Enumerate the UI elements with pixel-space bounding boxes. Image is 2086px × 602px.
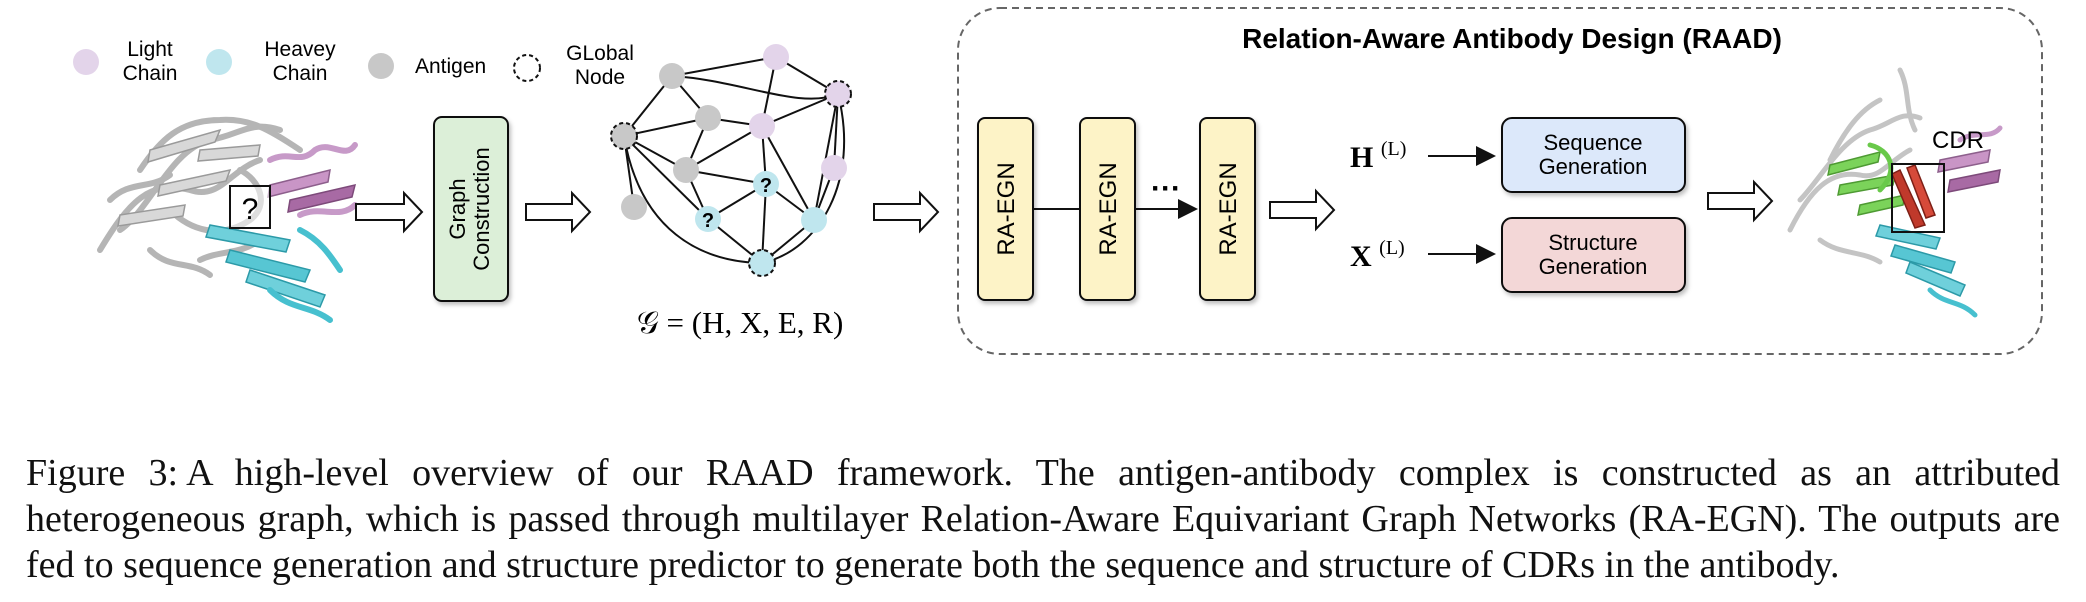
- legend-global-node-swatch: [513, 54, 541, 82]
- light-chain-ribbon-right: [1937, 125, 2003, 193]
- graph-formula: 𝒢 = (H, X, E, R): [637, 305, 844, 340]
- ra-egn-layer-1: RA-EGN: [977, 117, 1034, 301]
- graph-node-global: [610, 122, 638, 150]
- unknown-cdr-mark: ?: [242, 193, 259, 226]
- graph-node-unknown-mark: ?: [760, 175, 772, 197]
- antigen-antibody-structure-right: CDR: [1787, 67, 2003, 318]
- ra-egn-layer-3: RA-EGN: [1199, 117, 1256, 301]
- antigen-antibody-structure-left: ?: [97, 116, 358, 323]
- legend-global-node-line1: GLobal: [566, 42, 634, 65]
- hollow-arrow-3: [873, 190, 940, 234]
- figure-caption: Figure 3:A high-level overview of our RA…: [26, 450, 2060, 588]
- label-line: Chain: [123, 62, 178, 85]
- graph-construction-line1: Graph: [445, 178, 470, 239]
- heavy-chain-ribbon-right: [1875, 224, 1978, 318]
- graph-node-global: [824, 80, 852, 108]
- graph-node-unknown: [753, 171, 779, 197]
- graph-node-antigen: [621, 194, 647, 220]
- graph-node-unknown-mark: ?: [702, 210, 714, 232]
- legend-antigen-label: Antigen: [415, 55, 486, 78]
- unknown-cdr-box: [229, 185, 271, 229]
- cdr-ribbon-red: [1891, 164, 1936, 229]
- raad-panel: Relation-Aware Antibody Design (RAAD) ··…: [957, 7, 2043, 355]
- ra-egn-label: RA-EGN: [993, 162, 1020, 255]
- graph-node-unknown: [695, 206, 721, 232]
- heterogeneous-graph: ? ? 𝒢 = (H, X, E, R): [610, 44, 852, 340]
- label-line: Chain: [273, 62, 328, 85]
- legend-heavy-chain-line1: Heavey: [264, 38, 336, 61]
- graph-node-light-chain: [763, 44, 789, 70]
- graph-node-antigen: [695, 105, 721, 131]
- graph-node-light-chain: [821, 155, 847, 181]
- legend-antigen-swatch: [368, 53, 394, 79]
- legend-light-chain-swatch: [73, 49, 99, 75]
- x-output-letter: X: [1350, 240, 1372, 273]
- graph-node-antigen: [659, 63, 685, 89]
- antigen-sheets: [117, 128, 261, 227]
- label-line: Generation: [1539, 254, 1648, 279]
- x-output-superscript: (L): [1379, 237, 1405, 259]
- cdr-highlight-box: [1891, 163, 1945, 233]
- label-line: Generation: [1539, 154, 1648, 179]
- cdr-label: CDR: [1932, 127, 1984, 154]
- structure-generation-line1: Structure: [1548, 230, 1637, 255]
- legend-light-chain-line1: Light: [127, 38, 173, 61]
- graph-node-light-chain: [749, 113, 775, 139]
- ra-egn-label: RA-EGN: [1215, 162, 1242, 255]
- label-line: Construction: [469, 147, 494, 271]
- graph-node-antigen: [673, 157, 699, 183]
- graph-node-global: [748, 249, 776, 277]
- h-output-letter: H: [1350, 141, 1373, 174]
- caption-label: Figure 3:: [26, 452, 179, 494]
- hollow-arrow-5: [1707, 179, 1774, 223]
- ra-egn-layer-2: RA-EGN: [1079, 117, 1136, 301]
- sequence-generation-line1: Sequence: [1543, 130, 1642, 155]
- ra-egn-label: RA-EGN: [1095, 162, 1122, 255]
- hollow-arrow-1: [355, 190, 424, 234]
- graph-node-heavy-chain: [801, 207, 827, 233]
- heavy-chain-ribbon: [205, 224, 343, 323]
- hollow-arrow-2: [525, 190, 592, 234]
- x-output-symbol: X (L): [1350, 237, 1405, 273]
- raad-panel-title: Relation-Aware Antibody Design (RAAD): [1242, 23, 1782, 54]
- caption-text: A high-level overview of our RAAD framew…: [26, 452, 2060, 586]
- h-output-symbol: H (L): [1350, 138, 1406, 174]
- hollow-arrow-4: [1269, 188, 1336, 232]
- graph-construction-block: GraphConstruction: [433, 116, 509, 302]
- light-chain-ribbon: [267, 142, 358, 218]
- h-output-superscript: (L): [1381, 138, 1407, 160]
- layer-ellipsis: ···: [1151, 172, 1181, 205]
- legend-heavy-chain-swatch: [206, 49, 232, 75]
- label-line: Node: [575, 66, 625, 89]
- graph-construction-label: GraphConstruction: [445, 147, 494, 271]
